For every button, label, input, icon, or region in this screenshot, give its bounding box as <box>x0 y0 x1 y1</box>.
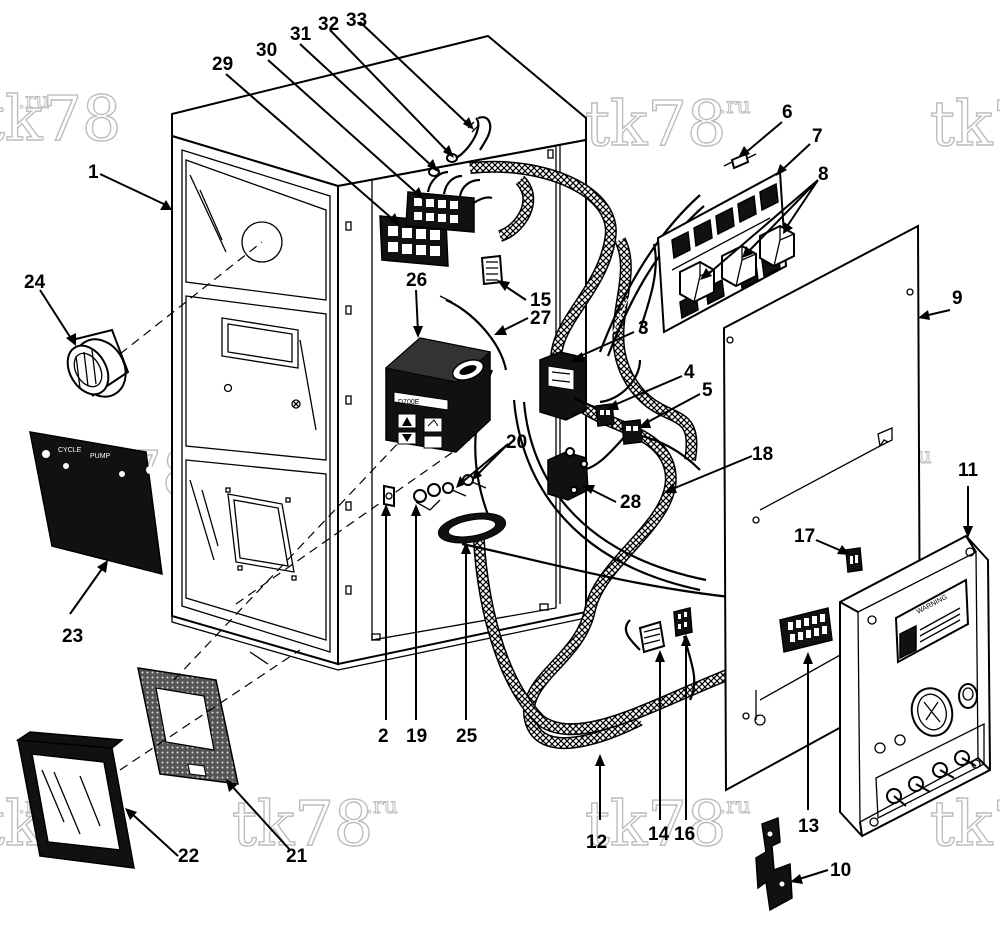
watermark: tk78 .ru <box>0 81 122 155</box>
svg-text:tk78: tk78 <box>585 787 726 860</box>
callout-19: 19 <box>406 726 427 747</box>
connector-16 <box>673 607 693 637</box>
svg-text:tk78: tk78 <box>0 82 121 155</box>
callout-20: 20 <box>506 432 527 453</box>
svg-text:CYCLE: CYCLE <box>58 447 82 454</box>
callout-4: 4 <box>684 362 695 383</box>
svg-text:D700E: D700E <box>398 399 420 406</box>
clip-2 <box>383 484 395 508</box>
label-plate-23: CYCLE PUMP <box>29 431 163 575</box>
callout-14: 14 <box>648 824 670 845</box>
callout-30: 30 <box>256 40 277 61</box>
callout-21: 21 <box>286 846 308 867</box>
callout-numbers: 1 2 3 4 5 6 7 8 9 10 11 12 13 14 15 16 1… <box>24 10 979 881</box>
connector-5 <box>621 419 643 445</box>
callout-10: 10 <box>830 860 851 881</box>
svg-text:tk78: tk78 <box>232 787 373 860</box>
svg-text:.ru: .ru <box>18 89 50 114</box>
watermark: tk78 .ru <box>231 786 398 860</box>
svg-text:.ru: .ru <box>719 94 751 119</box>
callout-7: 7 <box>812 126 823 147</box>
connector-14 <box>638 620 666 654</box>
callout-22: 22 <box>178 846 199 867</box>
fuse-clip-17 <box>845 547 863 573</box>
callout-31: 31 <box>290 24 312 45</box>
watermark: tk78 <box>929 86 1000 160</box>
callout-12: 12 <box>586 832 607 853</box>
callout-33: 33 <box>346 10 367 31</box>
control-panel-11: WARNING <box>839 534 992 838</box>
svg-text:tk78: tk78 <box>585 87 726 160</box>
svg-text:.ru: .ru <box>366 794 398 819</box>
assembly-leaders <box>119 241 471 771</box>
display-bezel-22 <box>15 731 135 869</box>
toggle-switches <box>886 750 977 807</box>
callout-27: 27 <box>530 308 551 329</box>
callout-26: 26 <box>406 270 427 291</box>
terminal-strip-13 <box>779 607 833 653</box>
callout-6: 6 <box>782 102 793 123</box>
callout-2: 2 <box>378 726 389 747</box>
svg-text:tk78: tk78 <box>930 87 1000 160</box>
callout-23: 23 <box>62 626 83 647</box>
grommet-25 <box>437 512 507 544</box>
callout-5: 5 <box>702 380 713 401</box>
svg-text:tk78: tk78 <box>930 787 1000 860</box>
callout-28: 28 <box>620 492 641 513</box>
callout-11: 11 <box>958 460 979 481</box>
callout-17: 17 <box>794 526 815 547</box>
callout-13: 13 <box>798 816 819 837</box>
callout-9: 9 <box>952 288 963 309</box>
callout-15: 15 <box>530 290 552 311</box>
watermark: tk78 .ru <box>584 786 751 860</box>
callout-18: 18 <box>752 444 773 465</box>
gasket-21 <box>137 667 239 785</box>
svg-text:.ru: .ru <box>719 794 751 819</box>
watermark: tk78 <box>929 786 1000 860</box>
connector-30 <box>405 170 493 233</box>
watermark: tk78 .ru <box>584 86 751 160</box>
callout-16: 16 <box>674 824 695 845</box>
connector-15 <box>480 254 504 286</box>
callout-24: 24 <box>24 272 46 293</box>
callout-1: 1 <box>88 162 99 183</box>
fuse-holder-19 <box>413 483 441 511</box>
callout-3: 3 <box>638 318 649 339</box>
controller-module-26: D700E <box>384 337 492 453</box>
bracket-10 <box>755 816 793 912</box>
callout-32: 32 <box>318 14 339 35</box>
callout-8: 8 <box>818 164 829 185</box>
relay-28 <box>547 447 589 501</box>
svg-text:PUMP: PUMP <box>90 453 111 460</box>
callout-25: 25 <box>456 726 478 747</box>
bezel-ring-24 <box>66 328 130 398</box>
callout-29: 29 <box>212 54 233 75</box>
callout-leaders <box>39 21 973 884</box>
enclosure-box <box>171 34 587 671</box>
relay-3 <box>539 351 605 421</box>
